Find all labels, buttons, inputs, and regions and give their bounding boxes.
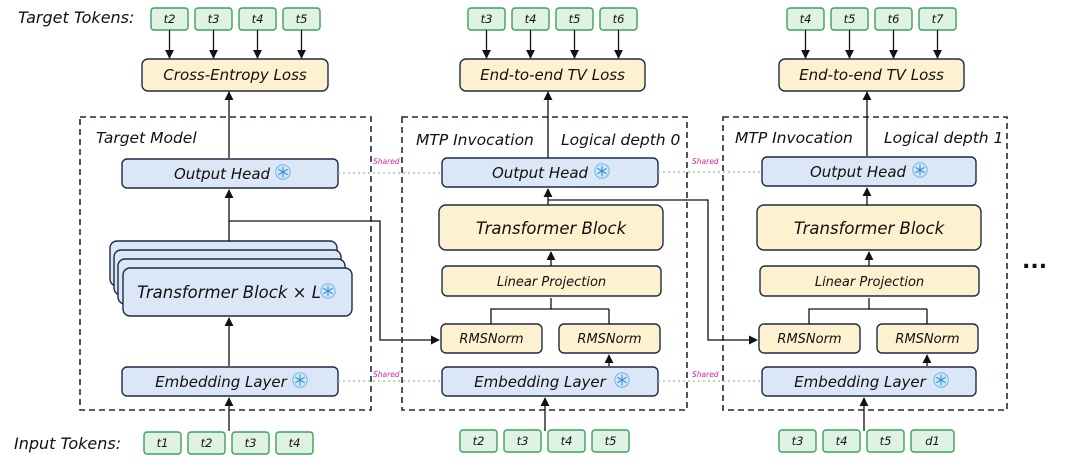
transformer-block-stack: Transformer Block × L (109, 240, 353, 317)
snowflake-icon (614, 372, 630, 388)
input-tokens-col2: t3 t4 t5 d1 (778, 429, 955, 453)
head-to-loss-arrows (224, 91, 872, 158)
svg-text:Linear Projection: Linear Projection (815, 275, 924, 290)
target-tokens-col0: t2 t3 t4 t5 (150, 7, 321, 31)
target-tokens-col1: t3 t4 t5 t6 (467, 7, 638, 31)
svg-text:Embedding Layer: Embedding Layer (794, 373, 927, 391)
target-token: t6 (613, 12, 625, 26)
target-token: t3 (481, 12, 493, 26)
snowflake-icon (594, 163, 610, 179)
snowflake-icon (275, 164, 291, 180)
embedding-layer-target: Embedding Layer (121, 366, 339, 397)
shared-links (338, 171, 762, 382)
transformer-block-depth1: Transformer Block (756, 204, 982, 251)
svg-text:Transformer Block × L: Transformer Block × L (137, 283, 321, 302)
snowflake-icon (320, 283, 336, 299)
target-token: t7 (932, 12, 945, 26)
logical-depth-0-label: Logical depth 0 (561, 131, 681, 149)
transformer-block-depth0: Transformer Block (438, 204, 664, 251)
target-tokens-label: Target Tokens: (18, 8, 134, 27)
target-token: t2 (164, 12, 176, 26)
tv-loss-depth0: End-to-end TV Loss (459, 58, 646, 92)
mtp-depth1-frame (722, 116, 1008, 411)
shared-label: Shared (373, 370, 400, 379)
tv-loss-depth1: End-to-end TV Loss (778, 58, 965, 92)
continuation-ellipsis: ... (1022, 249, 1047, 274)
rmsnorm-right-depth0: RMSNorm (558, 323, 661, 354)
input-token: t5 (880, 434, 892, 448)
input-tokens-col0: t1 t2 t3 t4 (143, 431, 314, 455)
input-token: t3 (517, 434, 529, 448)
svg-text:Transformer Block: Transformer Block (794, 219, 946, 238)
input-token: t2 (201, 436, 213, 450)
target-token: t6 (888, 12, 900, 26)
shared-label: Shared (692, 157, 719, 166)
rmsnorm-right-depth1: RMSNorm (876, 323, 979, 354)
svg-text:Output Head: Output Head (810, 163, 907, 181)
depth1-arrows (548, 187, 932, 431)
svg-text:RMSNorm: RMSNorm (895, 332, 959, 347)
snowflake-icon (912, 162, 928, 178)
target-token: t5 (569, 12, 581, 26)
svg-text:Output Head: Output Head (174, 165, 271, 183)
svg-text:Embedding Layer: Embedding Layer (474, 373, 607, 391)
mtp-invocation-title-0: MTP Invocation (416, 131, 534, 149)
svg-text:RMSNorm: RMSNorm (777, 332, 841, 347)
target-model-frame (79, 116, 372, 411)
depth0-arrows (229, 188, 614, 431)
svg-text:Output Head: Output Head (492, 164, 589, 182)
mtp-invocation-title-1: MTP Invocation (735, 129, 853, 147)
svg-text:End-to-end TV Loss: End-to-end TV Loss (799, 66, 944, 84)
output-head-depth1: Output Head (761, 156, 977, 187)
input-tokens-col1: t2 t3 t4 t5 (459, 429, 630, 453)
svg-text:RMSNorm: RMSNorm (459, 332, 523, 347)
rmsnorm-left-depth1: RMSNorm (758, 323, 861, 354)
svg-text:Transformer Block: Transformer Block (476, 219, 628, 238)
token-to-loss-arrows (164, 30, 943, 59)
snowflake-icon (933, 372, 949, 388)
target-model-title: Target Model (96, 129, 197, 147)
input-token: d1 (925, 434, 940, 448)
svg-text:Cross-Entropy Loss: Cross-Entropy Loss (163, 66, 307, 84)
input-token: t5 (605, 434, 617, 448)
input-token: t3 (245, 436, 257, 450)
target-token: t4 (252, 12, 264, 26)
input-tokens-label: Input Tokens: (14, 434, 121, 453)
input-token: t4 (289, 436, 301, 450)
target-token: t5 (844, 12, 856, 26)
embedding-layer-depth1: Embedding Layer (761, 366, 977, 397)
cross-entropy-loss: Cross-Entropy Loss (141, 58, 329, 92)
output-head-target: Output Head (121, 158, 339, 189)
linear-projection-depth0: Linear Projection (441, 265, 662, 297)
input-token: t2 (473, 434, 485, 448)
target-token: t3 (208, 12, 220, 26)
input-token: t4 (561, 434, 573, 448)
linear-projection-depth1: Linear Projection (759, 265, 980, 297)
target-tokens-col2: t4 t5 t6 t7 (786, 7, 957, 31)
target-token: t4 (525, 12, 537, 26)
input-token: t1 (157, 436, 169, 450)
shared-label: Shared (692, 370, 719, 379)
snowflake-icon (292, 372, 308, 388)
svg-text:End-to-end TV Loss: End-to-end TV Loss (480, 66, 625, 84)
shared-label: Shared (373, 157, 400, 166)
target-token: t4 (800, 12, 812, 26)
input-token: t4 (836, 434, 848, 448)
logical-depth-1-label: Logical depth 1 (884, 129, 1003, 147)
target-token: t5 (296, 12, 308, 26)
svg-text:RMSNorm: RMSNorm (577, 332, 641, 347)
embedding-layer-depth0: Embedding Layer (441, 366, 659, 397)
svg-text:Embedding Layer: Embedding Layer (155, 373, 288, 391)
input-token: t3 (792, 434, 804, 448)
output-head-depth0: Output Head (441, 157, 659, 188)
rmsnorm-left-depth0: RMSNorm (440, 323, 543, 354)
svg-text:Linear Projection: Linear Projection (497, 275, 606, 290)
